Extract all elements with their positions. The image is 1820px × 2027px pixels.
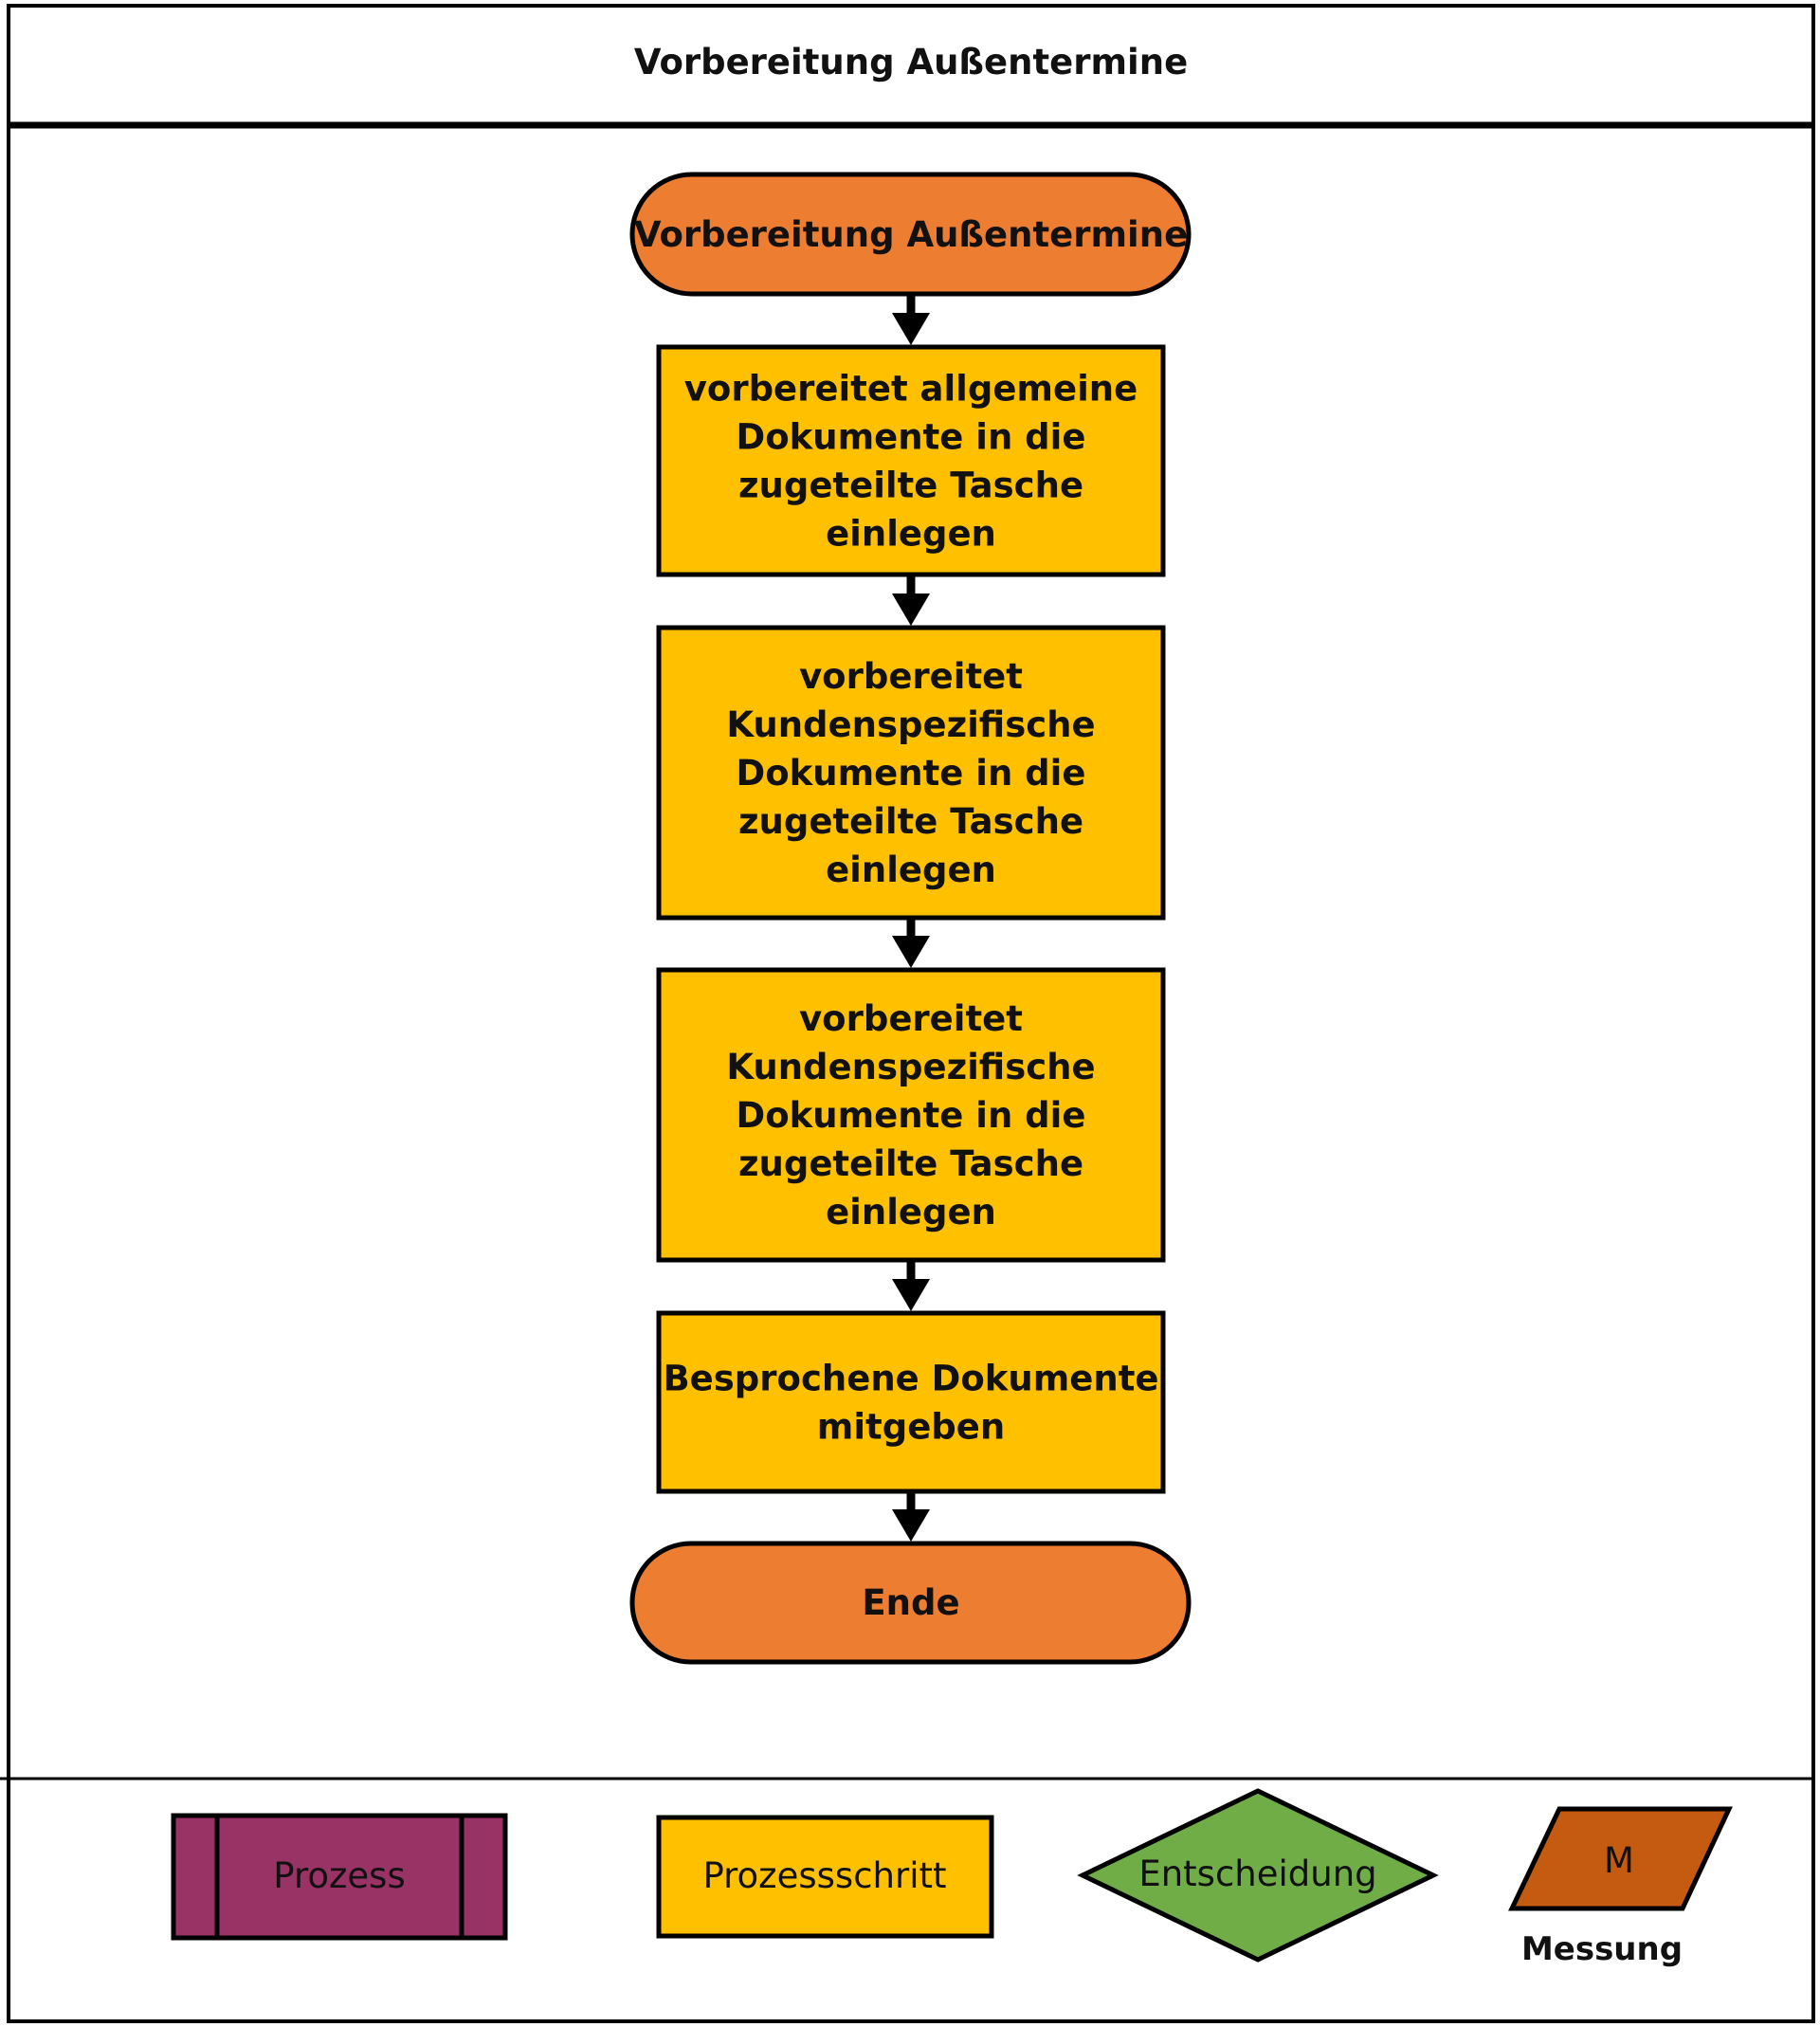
process-step-4-label: Besprochene Dokumente mitgeben	[663, 1358, 1158, 1447]
process-step-2-line: Dokumente in die	[737, 753, 1086, 794]
diagram-title: Vorbereitung Außentermine	[634, 42, 1188, 82]
process-step-1-line: einlegen	[826, 513, 996, 554]
start-terminal-label: Vorbereitung Außentermine	[634, 214, 1188, 255]
arrow-step1-to-step2	[892, 575, 930, 626]
legend-prozessschritt-label: Prozessschritt	[702, 1855, 946, 1896]
process-step-4: Besprochene Dokumente mitgeben	[656, 1310, 1166, 1494]
legend-messung-label: Messung	[1521, 1930, 1683, 1968]
process-step-3-line: Dokumente in die	[737, 1095, 1086, 1136]
process-step-3-line: vorbereitet	[799, 998, 1023, 1039]
legend-entscheidung: Entscheidung	[1077, 1788, 1439, 1963]
connector-arrows	[892, 294, 930, 1542]
legend-prozess-label: Prozess	[273, 1855, 405, 1896]
arrow-step3-to-step4	[892, 1260, 930, 1311]
arrow-start-to-step1	[892, 294, 930, 345]
legend-messung-symbol: M	[1604, 1840, 1634, 1881]
process-step-1-line: vorbereitet allgemeine	[684, 368, 1138, 409]
arrow-step4-to-end	[892, 1491, 930, 1542]
process-step-1-line: zugeteilte Tasche	[738, 465, 1083, 505]
legend: Prozess Prozessschritt Entscheidung M Me…	[171, 1788, 1733, 1968]
process-step-3-line: zugeteilte Tasche	[738, 1143, 1083, 1184]
process-step-4-line: Besprochene Dokumente	[663, 1358, 1158, 1398]
end-terminal: Ende	[629, 1541, 1192, 1665]
process-step-1-line: Dokumente in die	[737, 416, 1086, 457]
legend-entscheidung-label: Entscheidung	[1138, 1854, 1376, 1894]
legend-messung: M Messung	[1508, 1806, 1733, 1968]
process-step-2-line: einlegen	[826, 849, 996, 890]
process-step-2-line: Kundenspezifische	[726, 704, 1095, 745]
arrow-step2-to-step3	[892, 918, 930, 968]
end-terminal-label: Ende	[862, 1582, 959, 1623]
start-terminal: Vorbereitung Außentermine	[629, 172, 1192, 297]
legend-prozessschritt: Prozessschritt	[656, 1815, 994, 1939]
process-step-2-line: vorbereitet	[799, 656, 1023, 697]
process-step-4-line: mitgeben	[817, 1406, 1005, 1447]
legend-prozess: Prozess	[171, 1813, 508, 1941]
process-step-3-line: Kundenspezifische	[726, 1047, 1095, 1087]
process-step-3-line: einlegen	[826, 1192, 996, 1233]
process-step-2-line: zugeteilte Tasche	[738, 801, 1083, 842]
